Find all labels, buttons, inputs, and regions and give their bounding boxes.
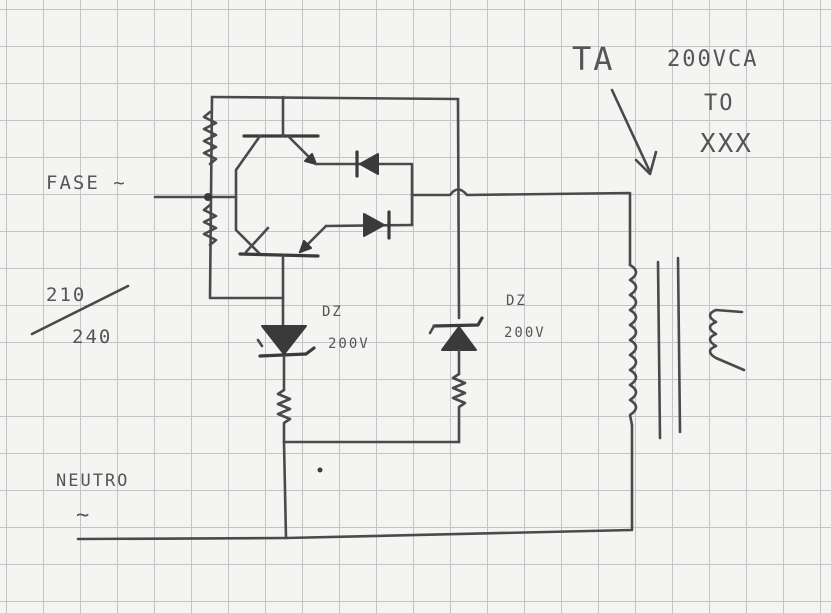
- ta-pointer-arrowhead: [634, 150, 658, 176]
- dz-right-name: DZ: [506, 293, 527, 309]
- transistor-top-arrow: [304, 153, 317, 165]
- diode-upper-wire: [314, 162, 414, 227]
- voltage-divider-stroke: [30, 284, 130, 336]
- return-wire: [282, 423, 634, 540]
- ta-pointer-arrow: [610, 88, 652, 174]
- zener-left-lead: [256, 338, 264, 348]
- dz-left-value: 200V: [328, 336, 370, 352]
- transistor-cross-wire: [234, 134, 262, 256]
- transformer-primary-coil: [628, 263, 638, 427]
- ta-title: TA: [572, 40, 615, 78]
- transformer-core-line-1: [656, 260, 662, 440]
- dz-left-name: DZ: [322, 304, 343, 320]
- neutral-label: NEUTRO: [56, 471, 129, 491]
- voltage-top-label: 210: [46, 284, 86, 306]
- resistor-upper: [202, 110, 218, 166]
- phase-label: FASE ~: [46, 172, 127, 194]
- top-rail-wire: [210, 95, 460, 101]
- diode-lower-symbol: [363, 213, 385, 237]
- diode-upper-symbol: [359, 153, 379, 175]
- neutral-symbol: ~: [76, 503, 91, 528]
- transistor-bottom-arrow: [299, 240, 312, 253]
- zener-right-bar: [432, 316, 484, 328]
- neutral-wire: [76, 536, 288, 541]
- ta-rating: 200VCA: [667, 47, 758, 72]
- zener-right-symbol: [441, 326, 477, 351]
- dz-right-value: 200V: [504, 325, 546, 341]
- transformer-core-line-2: [676, 256, 682, 434]
- ta-xxx: XXX: [700, 129, 753, 159]
- transformer-secondary-coil: [708, 308, 746, 372]
- voltage-bottom-label: 240: [72, 326, 112, 348]
- resistor-lower: [202, 203, 218, 247]
- zener-left-symbol: [261, 325, 307, 355]
- zener-right-lead: [428, 324, 436, 335]
- transistor-bottom-base: [238, 252, 320, 258]
- resistor-left: [276, 388, 292, 444]
- ta-to: TO: [704, 91, 735, 116]
- stray-dot: [317, 467, 323, 473]
- resistor-right: [451, 372, 467, 444]
- transistor-bottom-emitter: [244, 226, 270, 254]
- zener-left-bar: [258, 346, 316, 358]
- crossover-wire: [410, 188, 632, 267]
- phase-junction: [204, 193, 212, 201]
- right-column-wire: [456, 97, 461, 320]
